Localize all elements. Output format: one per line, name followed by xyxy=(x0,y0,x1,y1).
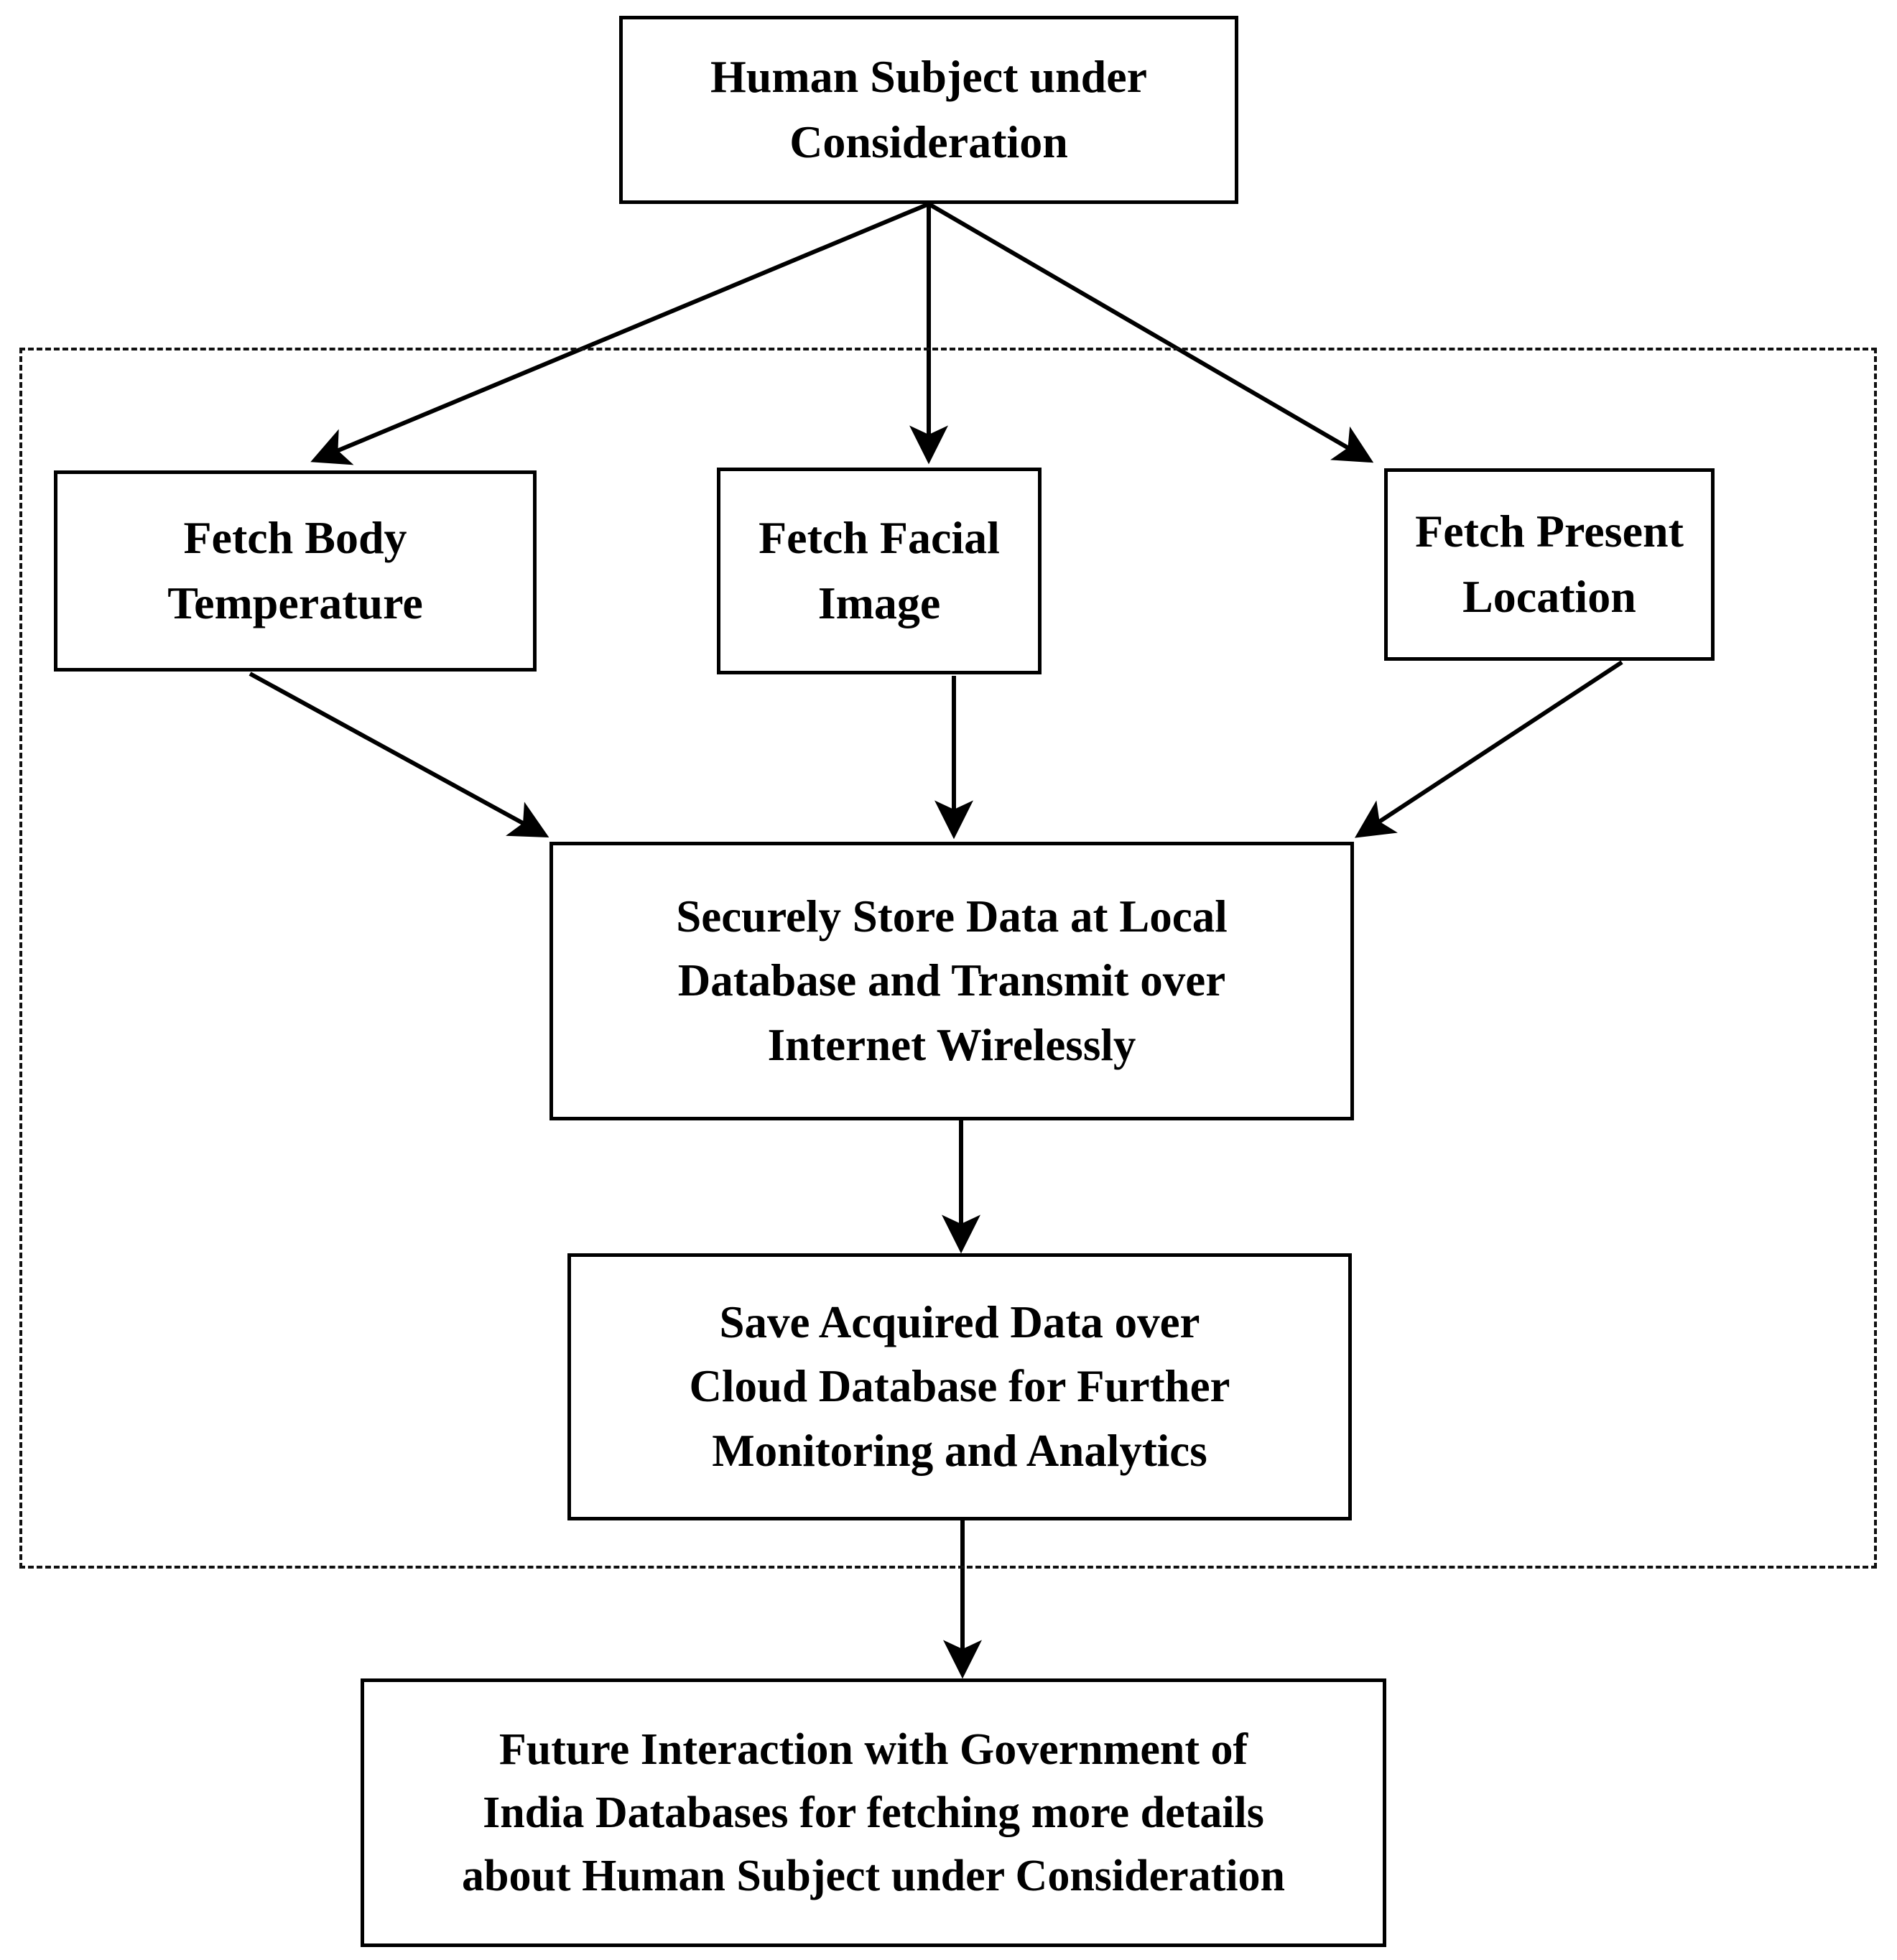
node-label: Fetch Body Temperature xyxy=(167,512,423,628)
node-label: Human Subject under Consideration xyxy=(710,51,1148,167)
node-label: Fetch Facial Image xyxy=(759,512,1000,628)
node-label: Future Interaction with Government of In… xyxy=(461,1724,1286,1901)
node-fetch-present-location[interactable]: Fetch Present Location xyxy=(1384,468,1715,661)
node-label: Securely Store Data at Local Database an… xyxy=(676,891,1228,1070)
node-save-acquired-data-cloud[interactable]: Save Acquired Data over Cloud Database f… xyxy=(567,1253,1352,1520)
node-human-subject[interactable]: Human Subject under Consideration xyxy=(619,16,1238,204)
node-label: Fetch Present Location xyxy=(1415,506,1684,622)
node-future-interaction-government[interactable]: Future Interaction with Government of In… xyxy=(361,1678,1386,1947)
node-label: Save Acquired Data over Cloud Database f… xyxy=(689,1296,1230,1476)
node-securely-store-data[interactable]: Securely Store Data at Local Database an… xyxy=(549,842,1354,1120)
node-fetch-body-temperature[interactable]: Fetch Body Temperature xyxy=(54,470,537,672)
node-fetch-facial-image[interactable]: Fetch Facial Image xyxy=(717,468,1042,674)
